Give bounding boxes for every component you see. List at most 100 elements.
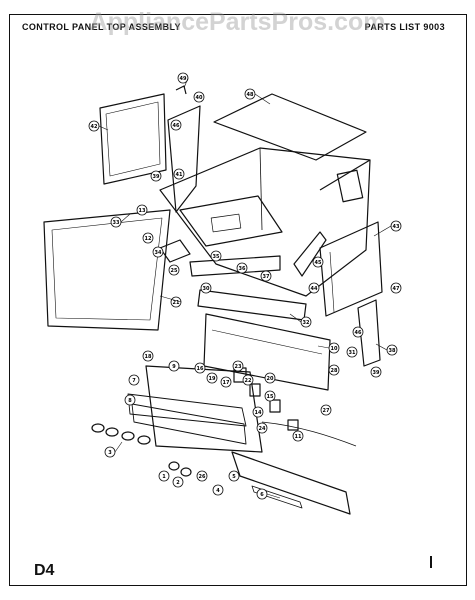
margin-tick (430, 556, 432, 568)
callout-19: 19 (206, 372, 218, 384)
svg-text:1: 1 (162, 474, 166, 480)
svg-text:44: 44 (311, 286, 318, 292)
knob-group-left (91, 423, 151, 445)
callout-7: 7 (128, 374, 140, 386)
control-housing (145, 365, 263, 453)
callout-16: 16 (194, 362, 206, 374)
callout-47: 47 (390, 282, 402, 294)
svg-text:25: 25 (171, 268, 178, 274)
svg-text:42: 42 (91, 124, 98, 130)
svg-text:36: 36 (239, 266, 246, 272)
svg-text:46: 46 (355, 330, 362, 336)
callout-38: 38 (386, 344, 398, 356)
callout-30: 30 (200, 282, 212, 294)
callout-46: 46 (170, 119, 182, 131)
svg-text:45: 45 (315, 260, 322, 266)
top-clip (175, 85, 187, 95)
svg-text:15: 15 (267, 394, 274, 400)
callout-22: 22 (242, 374, 254, 386)
control-strip-upper (189, 255, 281, 277)
control-panel (203, 313, 331, 391)
svg-text:5: 5 (232, 474, 236, 480)
small-plate (159, 239, 191, 263)
callout-39b: 39 (370, 366, 382, 378)
svg-text:26: 26 (199, 474, 206, 480)
callout-18: 18 (142, 350, 154, 362)
vent-grille (336, 169, 364, 203)
svg-text:9: 9 (172, 364, 176, 370)
callout-44: 44 (308, 282, 320, 294)
svg-text:39: 39 (153, 174, 160, 180)
page-code: D4 (34, 562, 55, 579)
callout-25: 25 (168, 264, 180, 276)
callout-32: 32 (300, 316, 312, 328)
callout-40: 40 (193, 91, 205, 103)
callout-28: 28 (328, 364, 340, 376)
callout-3: 3 (104, 446, 116, 458)
svg-text:49: 49 (180, 76, 187, 82)
svg-text:8: 8 (128, 398, 132, 404)
svg-text:35: 35 (213, 254, 220, 260)
callout-37: 37 (260, 270, 272, 282)
svg-text:28: 28 (331, 368, 338, 374)
callout-46b: 46 (352, 326, 364, 338)
callout-1: 1 (158, 470, 170, 482)
wire-harness (261, 421, 357, 447)
right-hinge (357, 299, 381, 367)
svg-text:17: 17 (223, 380, 230, 386)
svg-text:37: 37 (263, 274, 270, 280)
callout-42: 42 (88, 120, 100, 132)
left-side-panel (99, 93, 167, 185)
callout-4: 4 (212, 484, 224, 496)
leader-lines (98, 77, 392, 499)
callout-35: 35 (210, 250, 222, 262)
callout-20: 20 (264, 372, 276, 384)
svg-text:39: 39 (373, 370, 380, 376)
svg-text:11: 11 (295, 434, 302, 440)
callout-14: 14 (252, 406, 264, 418)
callout-8: 8 (124, 394, 136, 406)
svg-text:31: 31 (349, 350, 356, 356)
svg-text:4: 4 (216, 488, 220, 494)
door-glass-panel (43, 209, 171, 331)
svg-text:34: 34 (155, 250, 162, 256)
svg-text:38: 38 (389, 348, 396, 354)
svg-text:14: 14 (255, 410, 262, 416)
callout-11: 11 (292, 430, 304, 442)
callout-13: 13 (136, 204, 148, 216)
parts-list-number: PARTS LIST 9003 (364, 22, 445, 32)
svg-text:48: 48 (247, 92, 254, 98)
svg-text:2: 2 (176, 480, 180, 486)
callout-34: 34 (152, 246, 164, 258)
svg-text:20: 20 (267, 376, 274, 382)
svg-text:24: 24 (259, 426, 266, 432)
callout-12: 12 (142, 232, 154, 244)
svg-text:23: 23 (235, 364, 242, 370)
watermark: AppliancePartsPros.com (89, 8, 386, 36)
bottom-rail (231, 451, 351, 515)
svg-text:7: 7 (132, 378, 136, 384)
callout-41: 41 (173, 168, 185, 180)
callout-33: 33 (110, 216, 122, 228)
knob-group-lower (168, 461, 192, 477)
callout-24: 24 (256, 422, 268, 434)
callout-23: 23 (232, 360, 244, 372)
svg-text:46: 46 (173, 123, 180, 129)
svg-text:12: 12 (145, 236, 152, 242)
callout-45: 45 (312, 256, 324, 268)
callout-26: 26 (196, 470, 208, 482)
callout-6: 6 (256, 488, 268, 500)
callout-2: 2 (172, 476, 184, 488)
left-bracket (167, 105, 201, 213)
inner-panel (179, 195, 283, 247)
callout-5: 5 (228, 470, 240, 482)
callout-15: 15 (264, 390, 276, 402)
svg-text:18: 18 (145, 354, 152, 360)
callout-31: 31 (346, 346, 358, 358)
callout-10: 10 (328, 342, 340, 354)
svg-text:47: 47 (393, 286, 400, 292)
diagram-title: CONTROL PANEL TOP ASSEMBLY (22, 22, 181, 32)
svg-text:22: 22 (245, 378, 252, 384)
